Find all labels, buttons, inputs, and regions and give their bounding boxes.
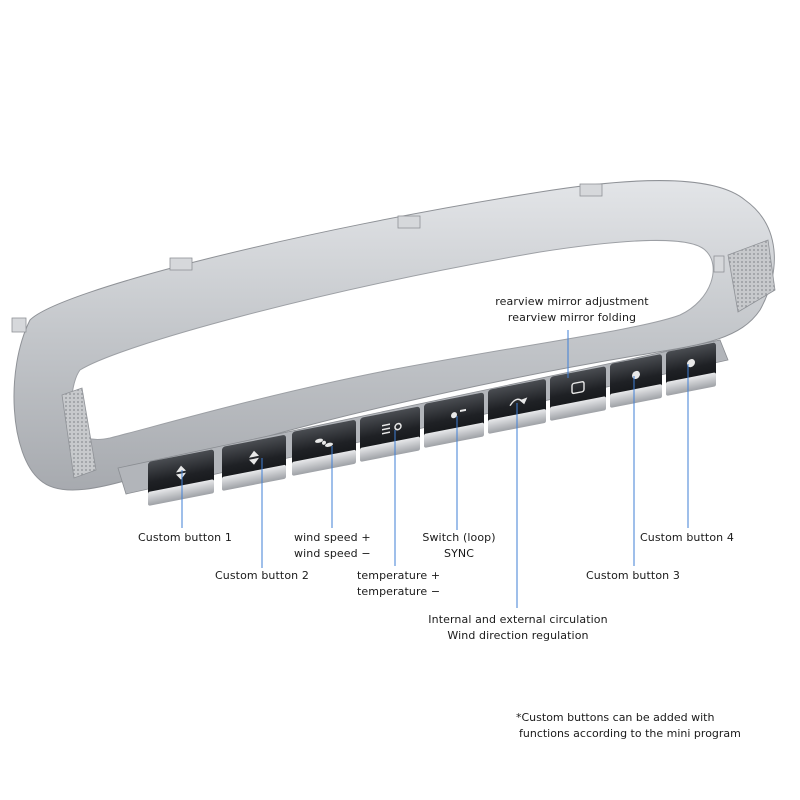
label-mirror-folding: rearview mirror folding [507,311,637,324]
button-rearview-mirror[interactable] [550,366,606,421]
button-custom-4[interactable] [666,342,716,396]
label-wind-speed: wind speed + wind speed − [294,530,371,562]
label-custom-button-1-text: Custom button 1 [138,531,232,544]
button-custom-3[interactable] [610,354,662,408]
up-down-arrow-icon [249,450,259,465]
label-rearview-mirror: rearview mirror adjustment rearview mirr… [490,294,654,326]
label-temperature-minus: temperature − [357,585,441,598]
label-custom-button-3-text: Custom button 3 [586,569,680,582]
button-temperature[interactable] [360,406,420,462]
label-wind-speed-plus: wind speed + [294,531,371,544]
air-circulation-icon [509,397,528,407]
fan-icon [315,438,333,447]
mirror-icon [571,381,585,395]
button-custom-2[interactable] [222,435,286,491]
button-custom-1[interactable] [148,449,214,506]
mounting-clips [11,183,725,333]
frame-inner-opening [69,240,714,440]
footnote-line-1: *Custom buttons can be added with [516,711,715,724]
label-custom-button-2-text: Custom button 2 [215,569,309,582]
leader-lines [181,330,689,608]
left-mesh-grille [61,387,97,479]
fan-sync-icon [451,408,466,419]
label-circulation: Internal and external circulation Wind d… [418,612,618,644]
label-custom-button-2: Custom button 2 [215,568,309,584]
seat-heat-icon [382,422,402,435]
dot-icon [687,359,695,368]
label-mirror-adjustment: rearview mirror adjustment [495,295,649,308]
label-sync: SYNC [443,547,474,560]
up-down-arrow-icon [176,465,186,480]
label-wind-speed-minus: wind speed − [294,547,371,560]
right-mesh-grille [727,239,776,313]
label-custom-button-1: Custom button 1 [138,530,232,546]
label-custom-button-4: Custom button 4 [640,530,734,546]
button-switch-sync[interactable] [424,392,484,448]
label-switch-loop: Switch (loop) [422,531,496,544]
label-internal-external-circulation: Internal and external circulation [428,613,608,626]
label-temperature: temperature + temperature − [357,568,440,600]
button-wind-speed[interactable] [292,420,356,476]
label-wind-direction-regulation: Wind direction regulation [447,629,589,642]
label-custom-button-4-text: Custom button 4 [640,531,734,544]
footnote-line-2: functions according to the mini program [519,727,741,740]
label-temperature-plus: temperature + [357,569,441,582]
footnote: *Custom buttons can be added with functi… [516,710,741,742]
button-row [148,342,716,506]
label-custom-button-3: Custom button 3 [586,568,680,584]
label-switch-sync: Switch (loop) SYNC [414,530,504,562]
